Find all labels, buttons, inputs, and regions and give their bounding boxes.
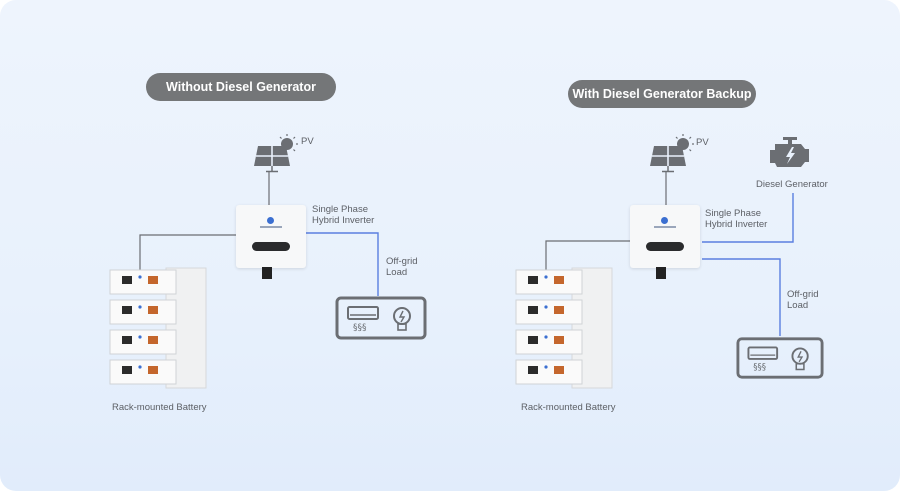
off-grid-load-icon-left: §§§ [335, 296, 427, 340]
off-grid-load-icon-right: §§§ [736, 337, 824, 379]
generator-label: Diesel Generator [756, 179, 828, 190]
panel-title-with-generator: With Diesel Generator Backup [568, 80, 756, 108]
hybrid-inverter-left [236, 205, 306, 279]
inverter-to-battery-line-right [545, 240, 632, 270]
svg-text:§§§: §§§ [353, 323, 367, 333]
inverter-to-battery-line-left [139, 234, 237, 270]
rack-battery-icon-right [515, 267, 613, 389]
solar-panel-icon [254, 134, 298, 173]
solar-panel-icon [650, 134, 694, 173]
pv-label-right: PV [696, 137, 709, 148]
inverter-display [252, 242, 290, 251]
inverter-logo-icon [661, 217, 668, 224]
hybrid-inverter-right [630, 205, 700, 279]
inverter-display [646, 242, 684, 251]
load-label-left: Off-grid Load [386, 256, 418, 278]
svg-text:§§§: §§§ [753, 362, 766, 372]
diesel-engine-icon [770, 137, 809, 167]
inverter-to-load-line-right [702, 258, 781, 336]
battery-label-right: Rack-mounted Battery [521, 402, 616, 413]
inverter-label-right: Single Phase Hybrid Inverter [705, 208, 768, 230]
inverter-logo-icon [267, 217, 274, 224]
panel-title-without-generator: Without Diesel Generator [146, 73, 336, 101]
inverter-label-left: Single Phase Hybrid Inverter [312, 204, 375, 226]
load-label-right: Off-grid Load [787, 289, 819, 311]
generator-to-inverter-line [702, 193, 794, 243]
inverter-to-load-line-left [305, 232, 379, 296]
pv-label-left: PV [301, 136, 314, 147]
rack-battery-icon-left [109, 267, 207, 389]
battery-label-left: Rack-mounted Battery [112, 402, 207, 413]
